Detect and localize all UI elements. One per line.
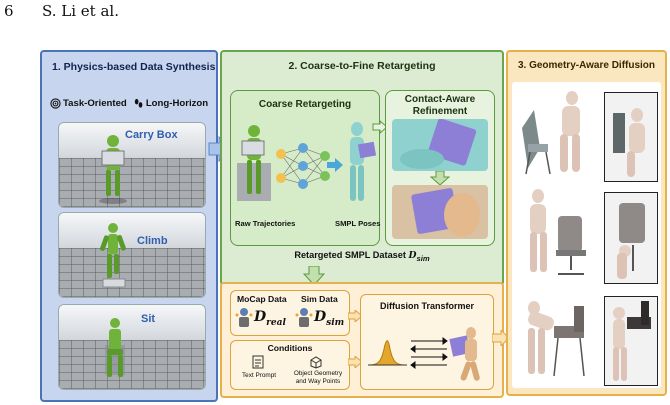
dataset-label-text: Retargeted SMPL Dataset [294,250,409,260]
refinement-after-image [392,185,488,239]
refinement-before-image [392,119,488,171]
target-icon [50,98,61,109]
clip-label-climb: Climb [137,235,168,247]
arrow-down-icon [430,171,450,185]
carry-box-clip: Carry Box [58,122,206,208]
panel1-tags: Task-Oriented Long-Horizon [50,98,208,109]
coarse-retargeting-box: Coarse Retargeting [230,90,380,246]
inset-chair-sit-figure [613,108,645,177]
dataset-subscript: sim [416,253,430,263]
d-sim-letter: D [314,309,327,325]
long-horizon-tag: Long-Horizon [133,98,208,109]
diffusion-process-figure [368,327,480,381]
clip-label-sit: Sit [141,313,156,325]
task-oriented-tag: Task-Oriented [50,98,127,109]
object-geometry-label-1: Object Geometry [293,370,343,377]
object-geometry-label-2: and Way Points [295,378,341,385]
raw-trajectory-robot-figure [237,125,271,201]
sim-robot-icon [295,308,313,327]
physics-synthesis-panel: 1. Physics-based Data Synthesis Task-Ori… [40,50,218,402]
sim-data-label: Sim Data [301,294,338,304]
long-horizon-label: Long-Horizon [145,98,209,109]
d-real-subscript: real [266,317,286,328]
refinement-title-line1: Contact-Aware [404,94,476,105]
mocap-data-label: MoCap Data [237,294,287,304]
text-prompt-label: Text Prompt [241,372,277,379]
arrow-to-refinement-icon [372,120,388,134]
climb-clip: Climb [58,212,206,298]
result-sit-chair-figure [522,91,580,175]
refinement-title-line2: Refinement [412,106,468,117]
arrow-to-diffusion-data-icon [303,266,325,286]
object-geometry-icon [310,356,322,369]
result-inset-1 [604,92,658,182]
arrow-conditions-to-diffusion-icon [348,356,362,368]
footprints-icon [134,98,143,108]
d-sim-subscript: sim [326,317,345,328]
result-push-chair-figure [528,301,585,377]
contact-refinement-box: Contact-Aware Refinement [385,90,495,246]
arrow-to-smpl-icon [327,158,343,172]
smpl-pose-figure [350,122,377,201]
panel2-title: 2. Coarse-to-Fine Retargeting [288,60,436,72]
raw-trajectories-label: Raw Trajectories [235,219,296,228]
retargeting-panel: 2. Coarse-to-Fine Retargeting Coarse Ret… [220,50,504,286]
mocap-actor-icon [235,308,253,327]
diffusion-results-area [512,82,661,388]
smpl-poses-label: SMPL Poses [335,219,381,228]
inset-office-chair-figure [617,203,645,279]
conditions-box: Conditions Text Prompt Object Geometry a… [230,340,350,390]
clip-label-carry-box: Carry Box [125,129,178,141]
d-real-letter: D [254,309,267,325]
dataset-symbol: D [408,250,417,261]
panel3-title: 3. Geometry-Aware Diffusion [517,60,656,71]
box-contact-before-figure [400,119,477,169]
arrow-to-geometry-diffusion-icon [492,330,510,346]
result-inset-3 [604,296,658,386]
page-authors: S. Li et al. [42,2,119,20]
sit-clip: Sit [58,304,206,390]
box-contact-after-figure [411,188,480,237]
panel1-title: 1. Physics-based Data Synthesis [52,61,216,73]
carry-box-robot-figure [99,135,127,204]
inset-push-chair-figure [613,301,651,381]
climb-robot-figure [99,223,126,288]
neural-network-icon [276,143,330,189]
datasets-box: MoCap Data Sim Data Dreal Dsim [230,290,350,336]
result-inset-2 [604,192,658,284]
geometry-diffusion-panel: 3. Geometry-Aware Diffusion [506,50,667,396]
retargeted-dataset-label: Retargeted SMPL Dataset Dsim [222,250,502,263]
result-office-chair-figure [530,189,586,275]
diffusion-inputs-panel: MoCap Data Sim Data Dreal Dsim Condition… [220,282,504,398]
arrow-data-to-diffusion-icon [348,310,362,322]
coarse-retargeting-title: Coarse Retargeting [258,99,352,110]
sit-robot-figure [105,318,125,377]
task-oriented-label: Task-Oriented [63,98,127,109]
diffusion-transformer-label: Diffusion Transformer [379,301,474,311]
d-sim-symbol: Dsim [314,309,344,328]
conditions-label: Conditions [267,343,313,353]
diffusion-transformer-box: Diffusion Transformer [360,294,494,390]
page-number: 6 [4,2,14,20]
d-real-symbol: Dreal [254,309,286,328]
text-prompt-icon [252,355,264,369]
